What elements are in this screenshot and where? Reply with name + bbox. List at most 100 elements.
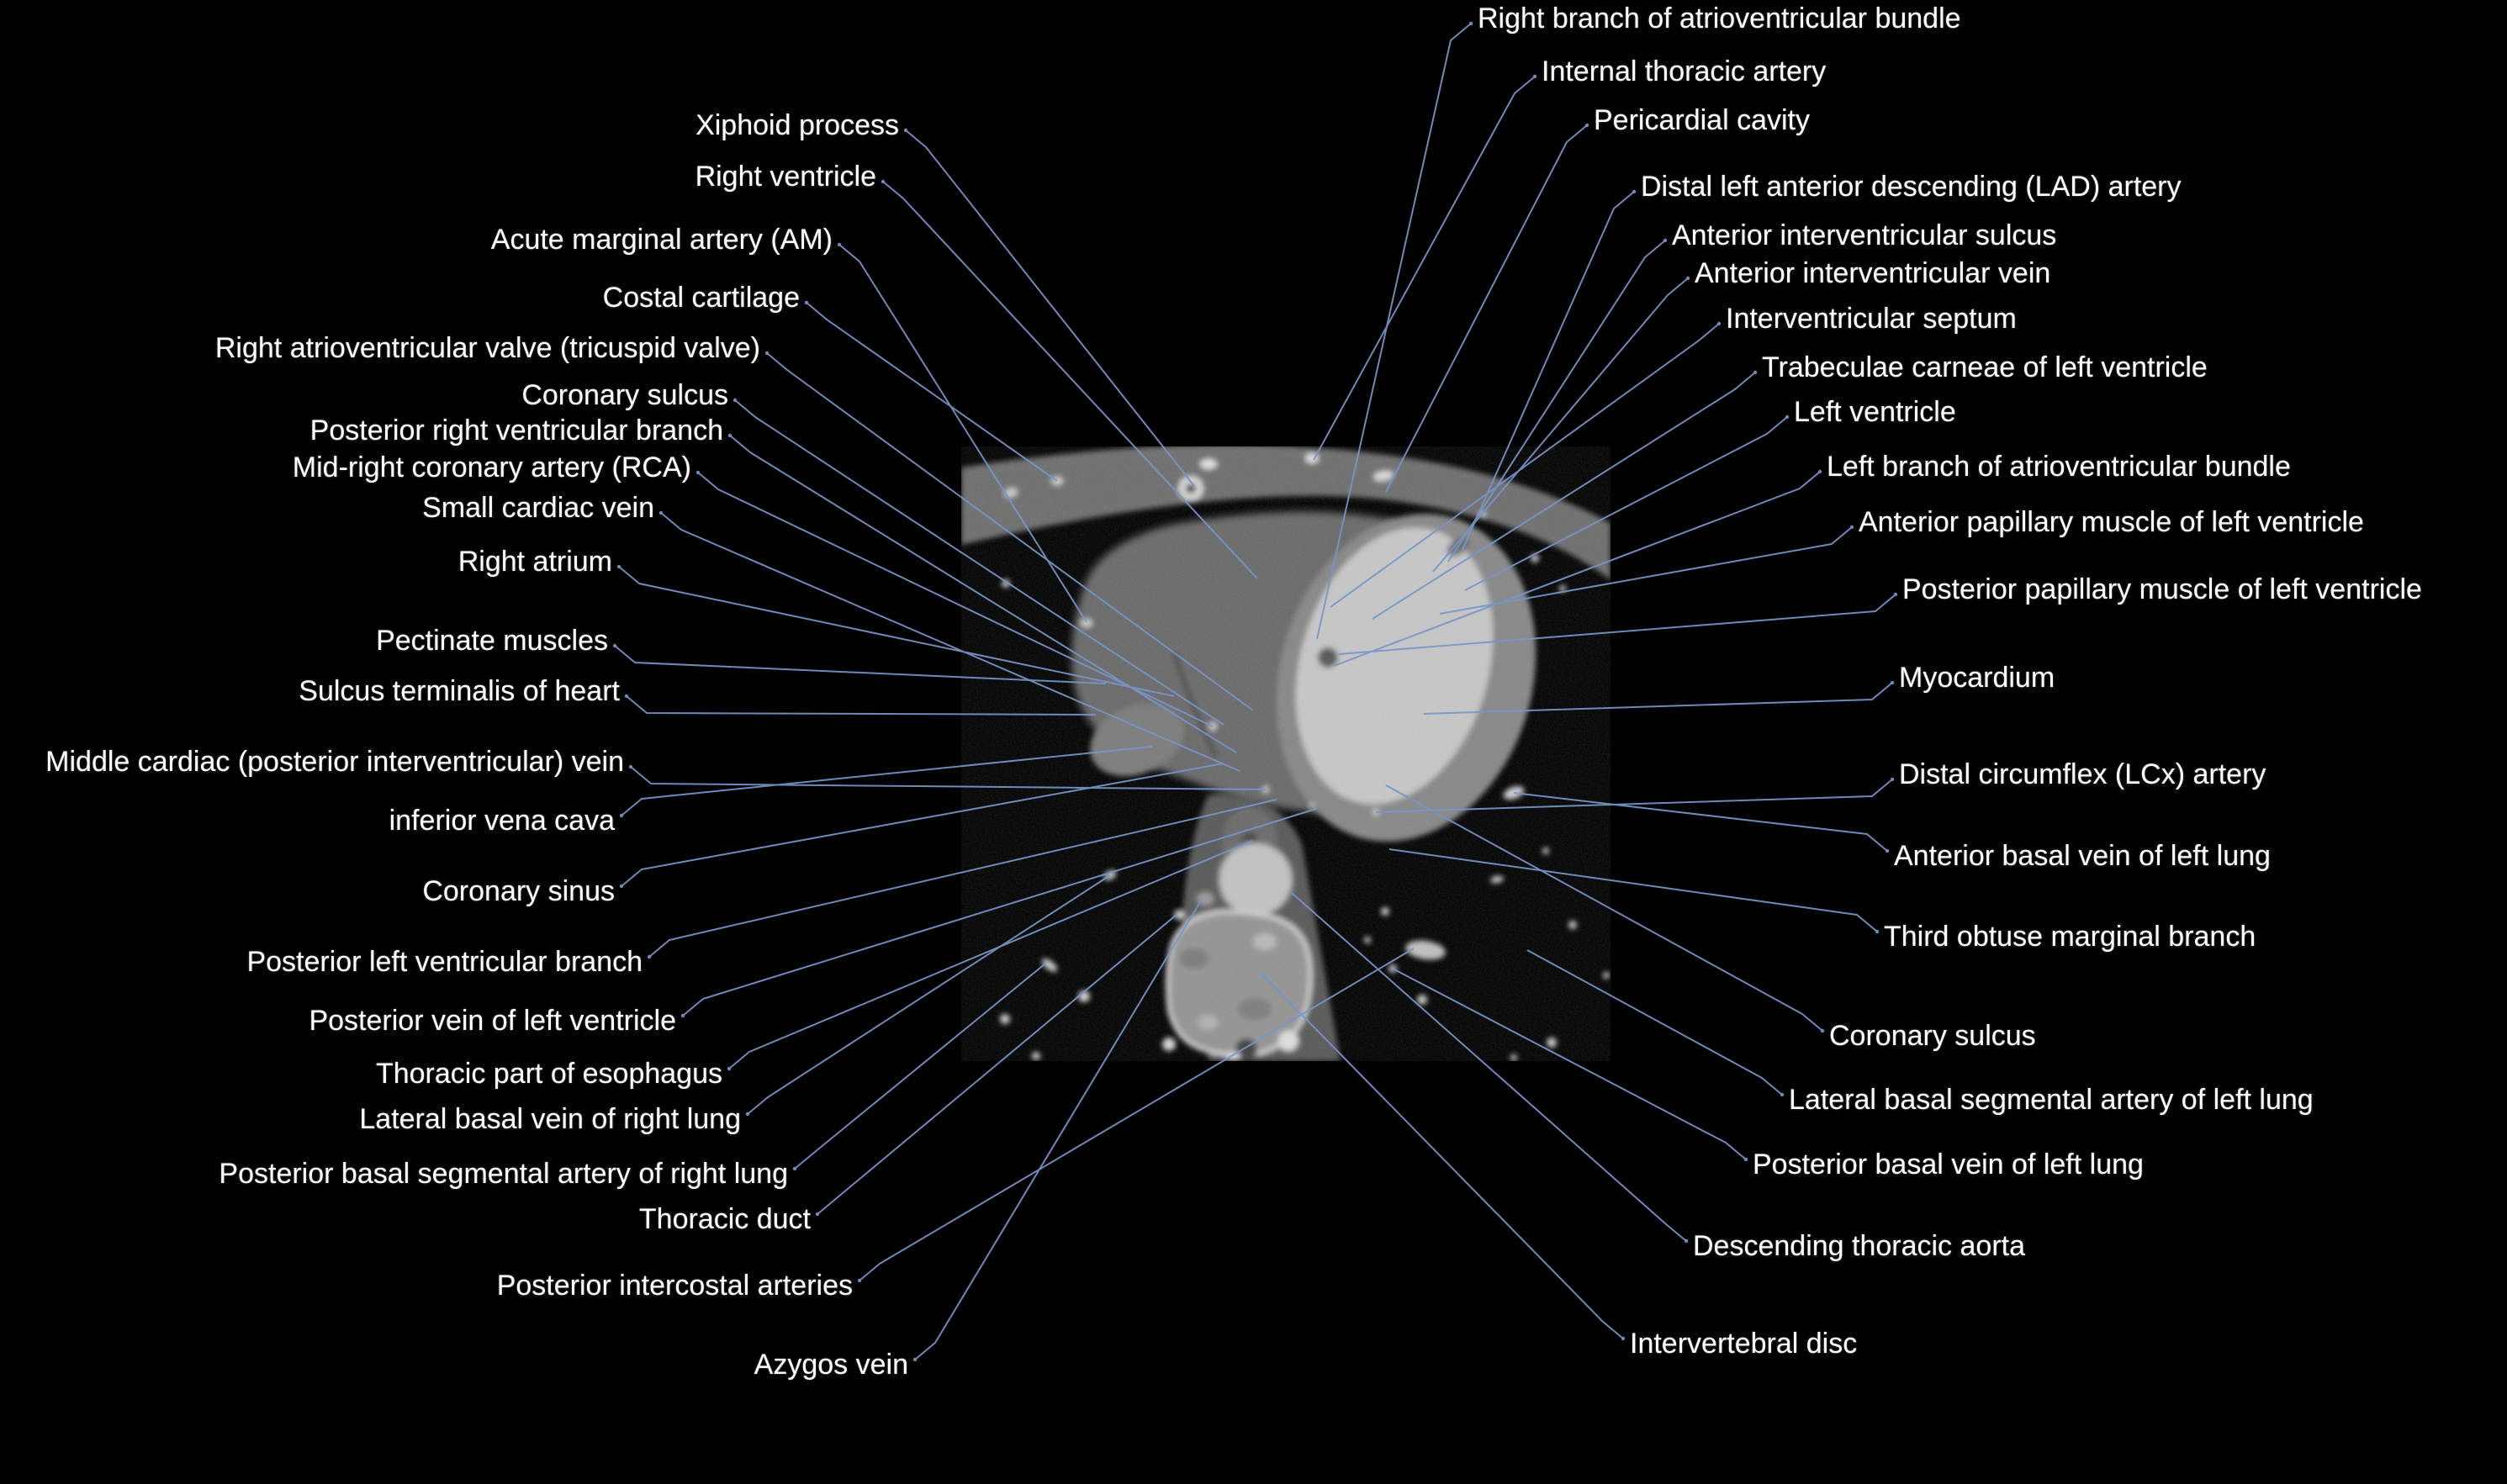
leader-line xyxy=(766,352,1254,711)
anatomy-label-azygos-vein[interactable]: Azygos vein xyxy=(754,1349,908,1381)
leader-line xyxy=(1464,416,1788,591)
leader-line xyxy=(697,472,1214,727)
leader-line xyxy=(1385,784,1823,1032)
anatomy-label-distal-left-anterior-descending-lad-artery[interactable]: Distal left anterior descending (LAD) ar… xyxy=(1641,171,2182,203)
anatomy-label-middle-cardiac-posterior-interventricular-vein[interactable]: Middle cardiac (posterior interventricul… xyxy=(45,746,624,778)
ct-scan-image[interactable] xyxy=(961,445,1611,1061)
anatomy-label-intervertebral-disc[interactable]: Intervertebral disc xyxy=(1630,1328,1858,1360)
leader-line xyxy=(1423,682,1893,715)
leader-line xyxy=(621,763,1224,887)
anatomy-label-posterior-basal-segmental-artery-of-right-lung[interactable]: Posterior basal segmental artery of righ… xyxy=(219,1158,788,1190)
leader-line-start-dot xyxy=(1890,777,1895,782)
leader-line-start-dot xyxy=(619,884,624,889)
anatomy-label-anterior-papillary-muscle-of-left-ventricle[interactable]: Anterior papillary muscle of left ventri… xyxy=(1859,506,2364,538)
anatomy-label-posterior-right-ventricular-branch[interactable]: Posterior right ventricular branch xyxy=(309,415,723,446)
anatomy-label-anterior-interventricular-sulcus[interactable]: Anterior interventricular sulcus xyxy=(1672,219,2057,251)
leader-line-start-dot xyxy=(764,351,770,356)
leader-line-start-dot xyxy=(1716,321,1722,326)
anatomy-label-right-atrium[interactable]: Right atrium xyxy=(458,546,612,578)
leader-line xyxy=(626,695,1097,716)
leader-line-start-dot xyxy=(1663,238,1668,243)
anatomy-label-coronary-sinus[interactable]: Coronary sinus xyxy=(422,875,615,907)
anatomy-label-anterior-interventricular-vein[interactable]: Anterior interventricular vein xyxy=(1695,257,2051,289)
anatomy-label-coronary-sulcus[interactable]: Coronary sulcus xyxy=(1829,1020,2036,1052)
anatomy-label-posterior-basal-vein-of-left-lung[interactable]: Posterior basal vein of left lung xyxy=(1753,1149,2144,1180)
leader-line xyxy=(1259,971,1624,1339)
leader-line-start-dot xyxy=(912,1357,918,1362)
leader-line xyxy=(1461,191,1635,552)
anatomy-label-posterior-left-ventricular-branch[interactable]: Posterior left ventricular branch xyxy=(246,946,643,978)
anatomy-label-posterior-vein-of-left-ventricle[interactable]: Posterior vein of left ventricle xyxy=(309,1005,676,1037)
anatomy-label-thoracic-part-of-esophagus[interactable]: Thoracic part of esophagus xyxy=(375,1058,722,1090)
anatomy-label-pericardial-cavity[interactable]: Pericardial cavity xyxy=(1594,104,1810,136)
leader-line-start-dot xyxy=(745,1112,750,1117)
leader-line xyxy=(1526,949,1783,1096)
anatomy-label-descending-thoracic-aorta[interactable]: Descending thoracic aorta xyxy=(1693,1230,2026,1262)
leader-line-start-dot xyxy=(1780,1092,1785,1097)
anatomy-label-anterior-basal-vein-of-left-lung[interactable]: Anterior basal vein of left lung xyxy=(1894,840,2271,872)
leader-line xyxy=(660,512,1240,772)
anatomy-label-internal-thoracic-artery[interactable]: Internal thoracic artery xyxy=(1542,55,1827,87)
leader-line-start-dot xyxy=(881,179,886,184)
leader-line xyxy=(1513,792,1888,852)
leader-line xyxy=(1330,323,1720,608)
leader-line xyxy=(728,840,1253,1069)
anatomy-label-pectinate-muscles[interactable]: Pectinate muscles xyxy=(376,625,608,657)
anatomy-label-lateral-basal-segmental-artery-of-left-lung[interactable]: Lateral basal segmental artery of left l… xyxy=(1789,1084,2314,1116)
leader-line xyxy=(1385,124,1588,493)
leader-line-start-dot xyxy=(619,813,624,818)
anatomy-label-trabeculae-carneae-of-left-ventricle[interactable]: Trabeculae carneae of left ventricle xyxy=(1762,351,2208,383)
anatomy-label-thoracic-duct[interactable]: Thoracic duct xyxy=(638,1203,811,1235)
leader-line-start-dot xyxy=(1885,848,1890,853)
leader-line xyxy=(1313,76,1536,461)
leader-line-start-dot xyxy=(1875,929,1880,934)
anatomy-label-lateral-basal-vein-of-right-lung[interactable]: Lateral basal vein of right lung xyxy=(359,1103,741,1135)
anatomy-label-posterior-intercostal-arteries[interactable]: Posterior intercostal arteries xyxy=(496,1270,853,1302)
leader-line-start-dot xyxy=(1890,680,1895,685)
anatomy-label-left-ventricle[interactable]: Left ventricle xyxy=(1794,396,1956,428)
anatomy-label-distal-circumflex-lcx-artery[interactable]: Distal circumflex (LCx) artery xyxy=(1899,758,2266,790)
leader-line xyxy=(1375,779,1893,813)
leader-line xyxy=(618,566,1175,697)
leader-line xyxy=(630,766,1267,790)
anatomy-label-sulcus-terminalis-of-heart[interactable]: Sulcus terminalis of heart xyxy=(299,675,620,707)
anatomy-label-acute-marginal-artery-am[interactable]: Acute marginal artery (AM) xyxy=(490,224,833,256)
leader-line xyxy=(682,808,1317,1017)
anatomy-label-right-ventricle[interactable]: Right ventricle xyxy=(695,161,876,193)
leader-line-start-dot xyxy=(1817,469,1822,474)
leader-line-start-dot xyxy=(680,1013,685,1018)
leader-line xyxy=(1316,23,1472,640)
leader-line-start-dot xyxy=(1632,189,1637,194)
leader-line-start-dot xyxy=(658,510,664,515)
leader-line xyxy=(1392,968,1747,1160)
anatomy-label-myocardium[interactable]: Myocardium xyxy=(1899,662,2055,694)
leader-line-start-dot xyxy=(1468,21,1473,26)
anatomy-label-third-obtuse-marginal-branch[interactable]: Third obtuse marginal branch xyxy=(1884,921,2256,953)
leader-line-start-dot xyxy=(624,694,629,699)
anatomy-label-coronary-sulcus[interactable]: Coronary sulcus xyxy=(521,379,728,411)
leader-line-start-dot xyxy=(1820,1028,1825,1033)
leader-line xyxy=(1372,372,1756,620)
anatomy-label-small-cardiac-vein[interactable]: Small cardiac vein xyxy=(422,492,654,524)
anatomy-label-xiphoid-process[interactable]: Xiphoid process xyxy=(696,109,899,141)
leader-line-start-dot xyxy=(1684,1238,1689,1244)
anatomy-label-right-atrioventricular-valve-tricuspid-valve[interactable]: Right atrioventricular valve (tricuspid … xyxy=(214,332,760,364)
anatomy-label-inferior-vena-cava[interactable]: inferior vena cava xyxy=(389,805,615,837)
leader-line-start-dot xyxy=(1532,74,1537,79)
anatomy-label-left-branch-of-atrioventricular-bundle[interactable]: Left branch of atrioventricular bundle xyxy=(1827,451,2291,483)
anatomy-label-interventricular-septum[interactable]: Interventricular septum xyxy=(1726,303,2017,335)
anatomy-label-right-branch-of-atrioventricular-bundle[interactable]: Right branch of atrioventricular bundle xyxy=(1478,3,1961,34)
leader-line xyxy=(648,799,1277,958)
leader-line xyxy=(747,874,1111,1115)
leader-line-start-dot xyxy=(647,954,652,959)
anatomy-label-posterior-papillary-muscle-of-left-ventricle[interactable]: Posterior papillary muscle of left ventr… xyxy=(1902,573,2422,605)
leader-line-start-dot xyxy=(733,398,738,403)
leader-line-start-dot xyxy=(1785,415,1790,420)
leader-line xyxy=(817,913,1178,1215)
leader-line-start-dot xyxy=(727,433,733,438)
leader-line xyxy=(734,399,1224,726)
anatomy-label-mid-right-coronary-artery-rca[interactable]: Mid-right coronary artery (RCA) xyxy=(292,452,691,483)
anatomy-label-costal-cartilage[interactable]: Costal cartilage xyxy=(602,282,800,314)
leader-line-start-dot xyxy=(1849,525,1854,530)
